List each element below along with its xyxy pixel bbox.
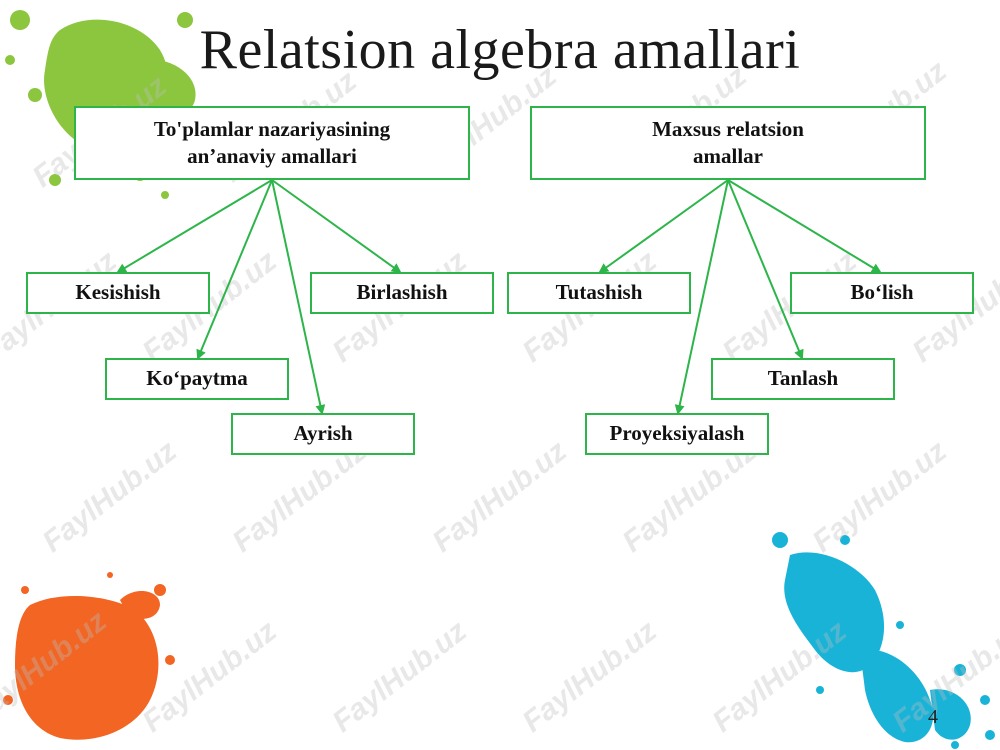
orange-splash: [3, 572, 175, 740]
left-root-line2: an’anaviy amallari: [187, 144, 357, 168]
right-root-line1: Maxsus relatsion: [652, 116, 804, 141]
arrow-to-tutashish: [598, 179, 729, 274]
left-root-line1: To'plamlar nazariyasining: [153, 116, 391, 141]
arrow-to-birlashish: [271, 179, 402, 274]
node-tutashish: Tutashish: [507, 272, 691, 314]
node-birlashish: Birlashish: [310, 272, 494, 314]
left-root-box: To'plamlar nazariyasining an’anaviy amal…: [74, 106, 470, 180]
node-kesishish: Kesishish: [26, 272, 210, 314]
arrow-to-tanlash: [727, 179, 804, 360]
arrow-to-proyeksiyalash: [674, 179, 729, 415]
node-ayrish: Ayrish: [231, 413, 415, 455]
arrow-to-kesishish: [116, 179, 273, 274]
arrow-to-bolish: [727, 179, 882, 274]
right-root-line2: amallar: [693, 144, 763, 168]
arrow-to-ayrish: [271, 179, 326, 415]
right-root-box: Maxsus relatsion amallar: [530, 106, 926, 180]
node-bolish: Bo‘lish: [790, 272, 974, 314]
node-tanlash: Tanlash: [711, 358, 895, 400]
page-number: 4: [928, 706, 938, 728]
arrow-to-kopaytma: [196, 179, 273, 360]
slide-title: Relatsion algebra amallari: [199, 19, 801, 81]
node-proyeksiyalash: Proyeksiyalash: [585, 413, 769, 455]
blue-splash: [772, 532, 995, 749]
node-kopaytma: Ko‘paytma: [105, 358, 289, 400]
